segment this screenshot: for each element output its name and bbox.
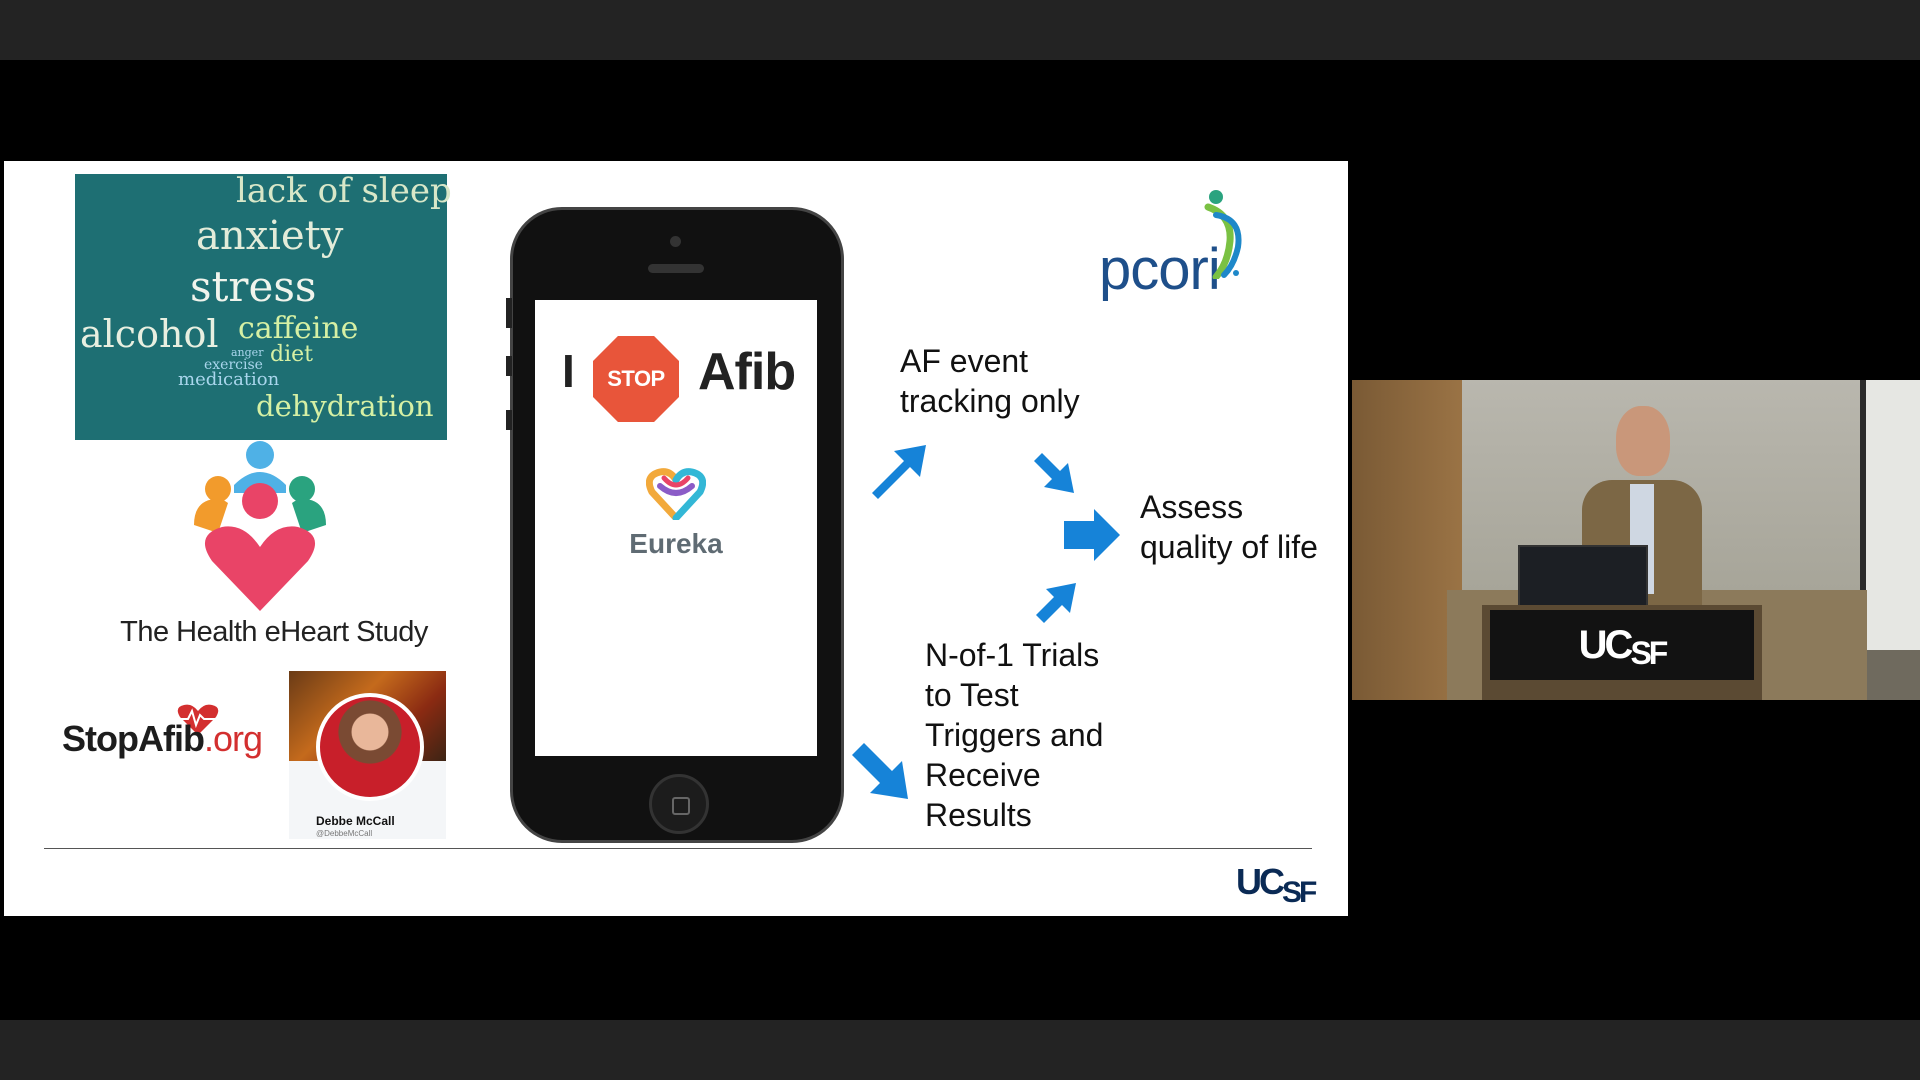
stopafib-logo: StopAfib.org	[62, 718, 263, 760]
health-eheart-title: The Health eHeart Study	[120, 616, 428, 648]
phone-mockup: I STOP Afib Eureka	[506, 207, 844, 843]
phone-screen: I STOP Afib Eureka	[535, 300, 817, 756]
word-exercise: exercise	[204, 357, 263, 373]
app-title-prefix: I	[562, 345, 575, 397]
tracking-line: AF event	[900, 343, 1029, 379]
phone-camera	[670, 236, 681, 247]
word-anxiety: anxiety	[196, 213, 344, 259]
outcome-line: quality of life	[1140, 529, 1318, 565]
outcome-line: Assess	[1140, 489, 1244, 525]
stop-sign-icon: STOP	[593, 336, 679, 422]
pcori-figure-icon	[1204, 190, 1242, 279]
word-dehydration: dehydration	[256, 389, 434, 423]
avatar	[316, 693, 424, 801]
phone-side-button	[506, 410, 512, 430]
podium-uc: UC	[1578, 622, 1634, 667]
trials-line: Triggers and	[925, 717, 1104, 753]
home-square-icon	[672, 797, 690, 815]
profile-handle: @DebbeMcCall	[316, 829, 373, 838]
trials-line: Results	[925, 797, 1032, 833]
tracking-line: tracking only	[900, 383, 1080, 419]
phone-side-button	[506, 356, 512, 376]
phone-home-button	[649, 774, 709, 834]
profile-card: Debbe McCall @DebbeMcCall	[289, 671, 446, 839]
stopafib-suffix: .org	[203, 718, 263, 759]
tracking-label: AF event tracking only	[900, 341, 1080, 421]
word-stress: stress	[190, 262, 317, 311]
speaker-head	[1616, 406, 1670, 476]
health-eheart-logo	[194, 441, 326, 611]
trials-label: N-of-1 Trials to Test Triggers and Recei…	[925, 635, 1103, 835]
profile-name: Debbe McCall	[316, 814, 395, 828]
word-medication: medication	[178, 369, 280, 390]
ucsf-footer-uc: UC	[1236, 861, 1285, 902]
stopafib-heart-icon	[177, 704, 219, 735]
outcome-label: Assess quality of life	[1140, 487, 1318, 567]
footer-divider	[44, 848, 1312, 849]
eureka-brand: Eureka	[629, 528, 723, 559]
ucsf-footer-logo: UCSF	[1236, 861, 1317, 909]
arrow-up-right-icon	[872, 445, 926, 499]
presentation-slide: lack of sleep anxiety stress alcohol caf…	[4, 161, 1348, 916]
app-title-suffix: Afib	[698, 343, 796, 401]
podium-sf: SF	[1630, 634, 1668, 671]
word-lack-of-sleep: lack of sleep	[236, 171, 452, 211]
trials-line: Receive	[925, 757, 1041, 793]
video-projector-screen	[1860, 380, 1920, 650]
arrow-right-icon	[1064, 509, 1120, 561]
ucsf-footer-sf: SF	[1282, 876, 1317, 909]
eureka-heart-icon	[646, 468, 706, 520]
stop-sign-label: STOP	[607, 366, 665, 391]
video-wall-left	[1352, 380, 1462, 700]
stopafib-name: StopAfib	[62, 718, 205, 759]
word-anger: anger	[231, 346, 264, 359]
phone-speaker	[648, 264, 704, 273]
arrow-down-right-lower-icon	[852, 743, 908, 799]
phone-side-button	[506, 298, 512, 328]
trials-line: to Test	[925, 677, 1019, 713]
triggers-word-cloud: lack of sleep anxiety stress alcohol caf…	[75, 174, 452, 440]
trials-line: N-of-1 Trials	[925, 637, 1100, 673]
arrow-down-right-icon	[1034, 453, 1074, 493]
word-diet: diet	[270, 342, 313, 367]
pcori-logo: pcori	[1099, 237, 1221, 302]
word-alcohol: alcohol	[80, 312, 219, 356]
arrow-up-right-lower-icon	[1036, 583, 1076, 623]
word-caffeine: caffeine	[238, 311, 359, 346]
flow-arrows	[872, 445, 1120, 623]
